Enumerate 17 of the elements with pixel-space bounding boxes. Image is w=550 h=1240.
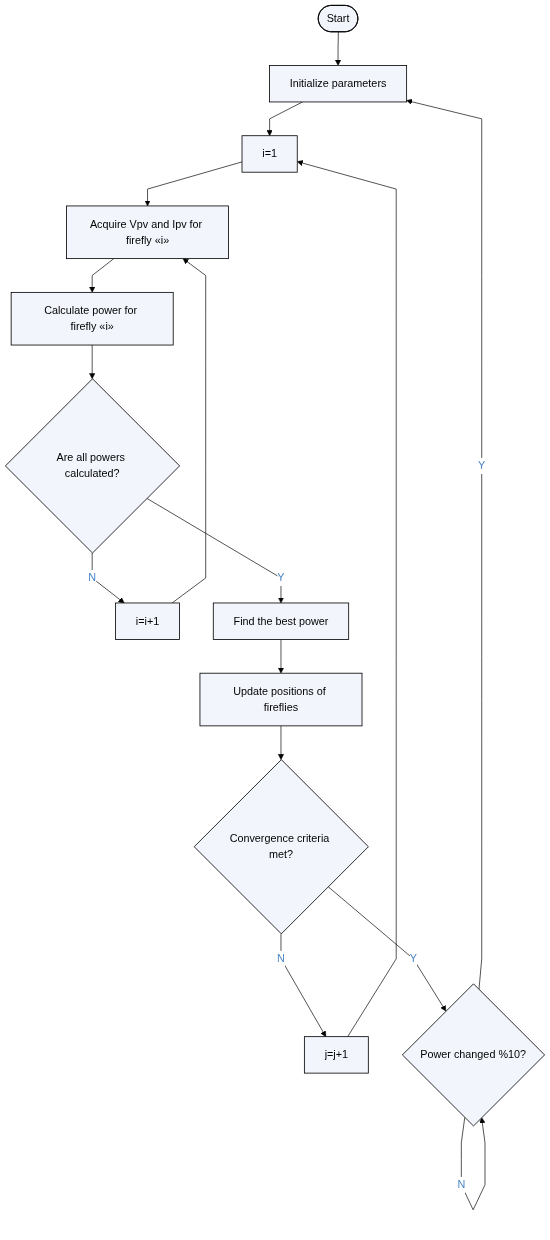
- node-diamond: Are all powers calculated?: [5, 378, 180, 554]
- edge-label: Y: [478, 459, 486, 472]
- node-box: Update positions of fireflies: [199, 672, 363, 727]
- node-box: Initialize parameters: [269, 65, 408, 103]
- node-box: i=1: [241, 135, 298, 173]
- node-box: Calculate power for firefly «i»: [10, 291, 174, 346]
- node-box: j=j+1: [303, 1036, 369, 1074]
- edge-label: N: [88, 571, 97, 584]
- edge-label: N: [457, 1178, 466, 1191]
- edge-label: Y: [277, 571, 285, 584]
- edge-label: Y: [409, 952, 417, 965]
- node-box: Acquire Vpv and Ipv for firefly «i»: [66, 205, 229, 259]
- node-box: Find the best power: [212, 602, 350, 640]
- node-diamond: Power changed %10?: [402, 983, 545, 1127]
- node-diamond: Convergence criteria met?: [193, 759, 369, 935]
- edge-label: N: [277, 952, 285, 965]
- node-box: i=i+1: [115, 602, 180, 640]
